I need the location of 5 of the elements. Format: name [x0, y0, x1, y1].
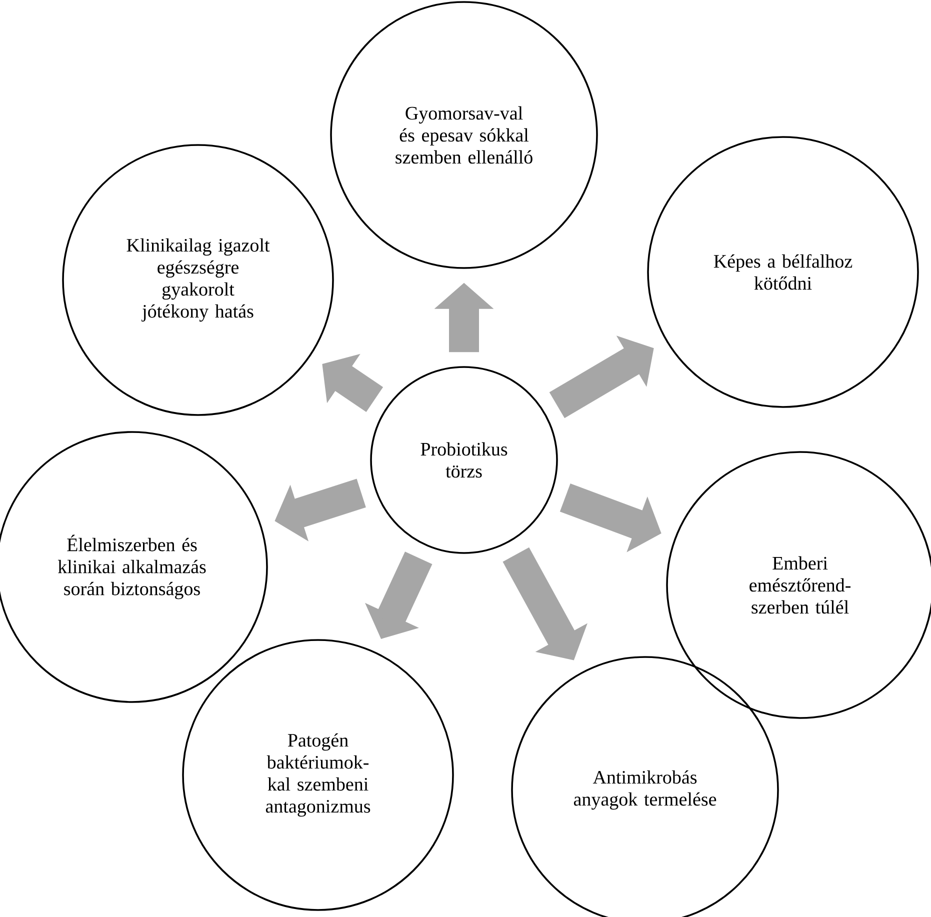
circle-node: Gyomorsav-val és epesav sókkal szemben ellenálló [330, 1, 598, 269]
circle-node: Klinikailag igazolt egészségre gyakorolt jótékony hatás [62, 144, 334, 416]
circle-node: Képes a bélfalhoz kötődni [647, 136, 919, 408]
circle-node: Patogén baktériumok-kal szembeni antagonizmus [182, 639, 454, 911]
circle-node: Probiotikus törzs [370, 366, 558, 554]
